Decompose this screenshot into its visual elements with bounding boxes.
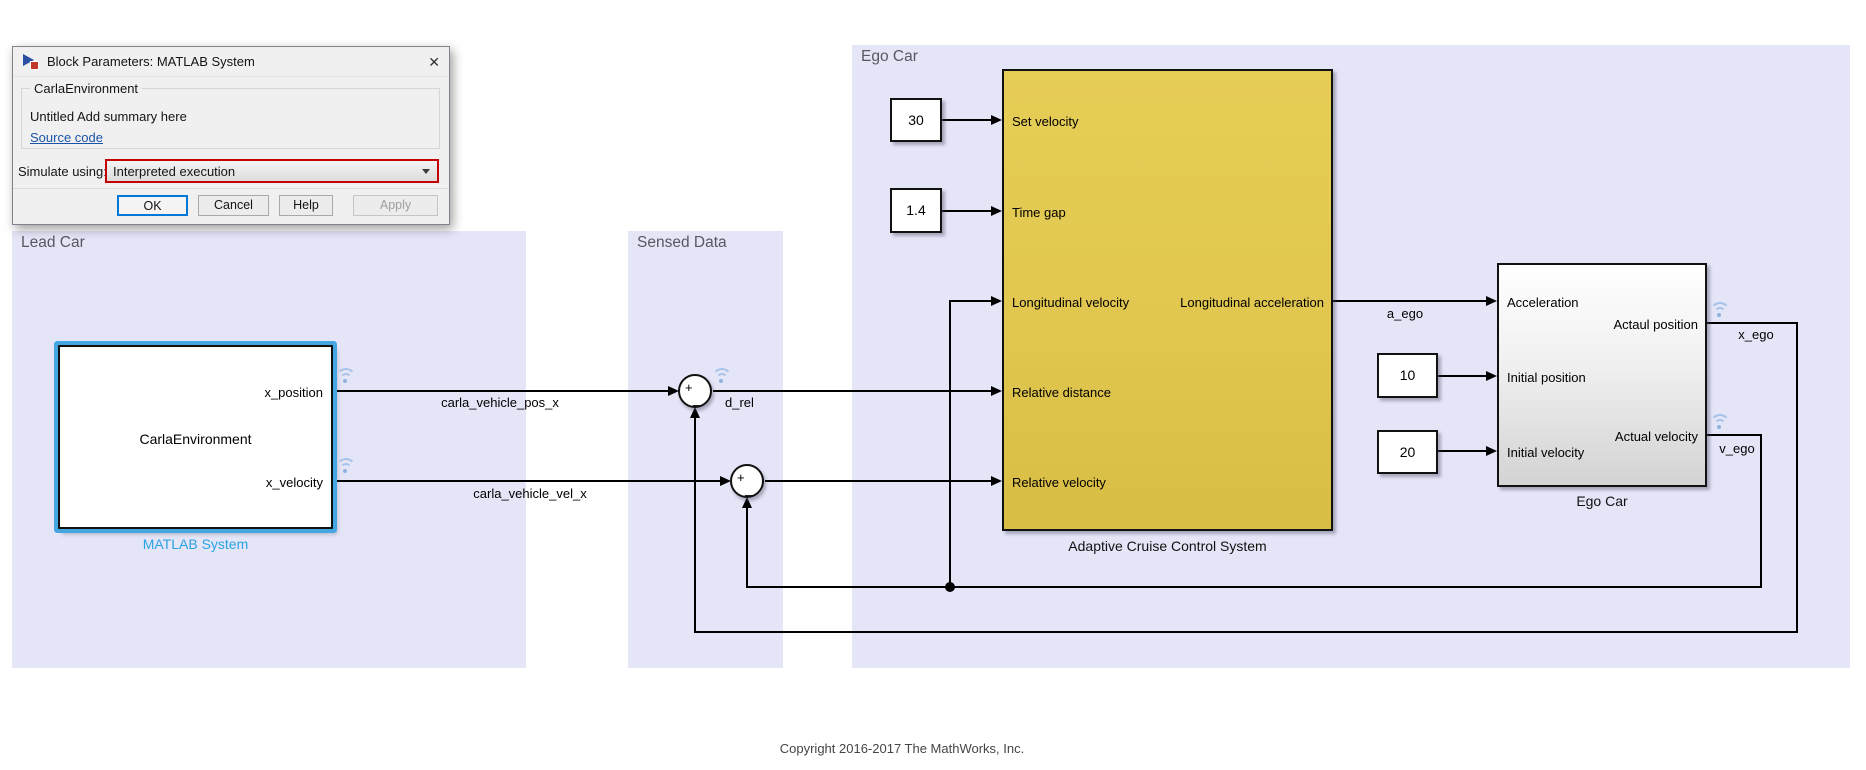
- arrowhead: [991, 476, 1002, 486]
- wire-v-ego-branch: [949, 300, 991, 302]
- cancel-button[interactable]: Cancel: [198, 195, 269, 216]
- port-relative-velocity: Relative velocity: [1012, 475, 1106, 490]
- wire-set-velocity: [942, 119, 991, 121]
- parameter-groupbox: CarlaEnvironment Untitled Add summary he…: [21, 81, 440, 149]
- port-relative-distance: Relative distance: [1012, 385, 1111, 400]
- signal-logging-icon: [1710, 302, 1730, 318]
- wire-d-rel: [713, 390, 991, 392]
- dialog-titlebar[interactable]: Block Parameters: MATLAB System ✕: [13, 47, 449, 77]
- wire-v-ego: [1760, 434, 1762, 588]
- signal-label-pos-x: carla_vehicle_pos_x: [441, 395, 559, 410]
- ego-block-caption: Ego Car: [1576, 493, 1628, 509]
- simulink-block-icon: [22, 53, 39, 70]
- arrowhead: [991, 296, 1002, 306]
- wire-rel-velocity: [765, 480, 991, 482]
- signal-logging-icon: [1710, 414, 1730, 430]
- carla-environment-block[interactable]: CarlaEnvironment x_position x_velocity: [58, 345, 333, 529]
- wire-x-ego: [694, 631, 1798, 633]
- port-set-velocity: Set velocity: [1012, 114, 1079, 129]
- block-parameters-dialog: Block Parameters: MATLAB System ✕ CarlaE…: [12, 46, 450, 225]
- wire-a-ego: [1333, 300, 1486, 302]
- dialog-title: Block Parameters: MATLAB System: [47, 54, 255, 69]
- port-actaul-position: Actaul position: [1613, 317, 1698, 332]
- plus-sign: +: [685, 380, 693, 395]
- arrowhead: [690, 407, 700, 418]
- port-x-position: x_position: [264, 385, 323, 400]
- wire-x-ego: [1796, 322, 1798, 633]
- signal-logging-icon: [336, 458, 356, 474]
- region-title-ego-car: Ego Car: [861, 48, 918, 65]
- port-longitudinal-velocity: Longitudinal velocity: [1012, 295, 1130, 310]
- wire-x-position: [333, 390, 668, 392]
- signal-label-vel-x: carla_vehicle_vel_x: [473, 486, 587, 501]
- groupbox-label: CarlaEnvironment: [30, 81, 143, 96]
- copyright-text: Copyright 2016-2017 The MathWorks, Inc.: [779, 741, 1025, 756]
- arrowhead: [668, 386, 679, 396]
- wire-initial-velocity: [1438, 450, 1486, 452]
- constant-set-velocity[interactable]: 30: [890, 98, 942, 142]
- acc-system-block[interactable]: Set velocity Time gap Longitudinal veloc…: [1002, 69, 1333, 531]
- arrowhead: [991, 206, 1002, 216]
- minus-sign: _: [693, 390, 701, 406]
- arrowhead: [1486, 296, 1497, 306]
- close-icon[interactable]: ✕: [428, 53, 440, 70]
- port-longitudinal-acceleration: Longitudinal acceleration: [1180, 295, 1324, 310]
- ok-button[interactable]: OK: [117, 195, 188, 216]
- signal-logging-icon: [712, 368, 732, 384]
- simulate-using-dropdown[interactable]: Interpreted execution: [105, 159, 439, 183]
- constant-time-gap[interactable]: 1.4: [890, 188, 942, 233]
- arrowhead: [720, 476, 731, 486]
- region-sensed-data: Sensed Data: [628, 231, 783, 668]
- port-time-gap: Time gap: [1012, 205, 1066, 220]
- constant-initial-position[interactable]: 10: [1377, 353, 1438, 398]
- signal-logging-icon: [336, 368, 356, 384]
- region-title-lead-car: Lead Car: [21, 234, 85, 251]
- wire-x-ego: [694, 418, 696, 633]
- ego-car-block[interactable]: Acceleration Initial position Initial ve…: [1497, 263, 1707, 487]
- arrowhead: [742, 497, 752, 508]
- carla-block-name: CarlaEnvironment: [139, 431, 252, 447]
- port-actual-velocity: Actual velocity: [1614, 429, 1698, 444]
- carla-block-caption: MATLAB System: [142, 536, 249, 552]
- dropdown-selected-value: Interpreted execution: [113, 163, 236, 179]
- region-title-sensed-data: Sensed Data: [637, 234, 727, 251]
- signal-label-v-ego: v_ego: [1719, 441, 1755, 456]
- chevron-down-icon: [422, 168, 430, 174]
- wire-v-ego: [746, 586, 1762, 588]
- signal-label-d-rel: d_rel: [725, 395, 754, 410]
- simulate-using-label: Simulate using:: [18, 164, 107, 179]
- sum-relative-velocity[interactable]: + _: [730, 464, 764, 498]
- port-acceleration: Acceleration: [1507, 295, 1579, 310]
- block-summary-text: Untitled Add summary here: [30, 109, 187, 124]
- help-button[interactable]: Help: [279, 195, 333, 216]
- wire-initial-position: [1438, 375, 1486, 377]
- port-initial-position: Initial position: [1507, 370, 1586, 385]
- constant-initial-velocity[interactable]: 20: [1377, 430, 1438, 474]
- branch-dot: [945, 582, 955, 592]
- wire-time-gap: [942, 210, 991, 212]
- signal-label-x-ego: x_ego: [1738, 327, 1774, 342]
- wire-x-ego: [1707, 322, 1798, 324]
- source-code-link[interactable]: Source code: [30, 130, 103, 145]
- dialog-separator: [13, 188, 449, 189]
- sum-relative-distance[interactable]: + _: [678, 374, 712, 408]
- arrowhead: [991, 115, 1002, 125]
- plus-sign: +: [737, 470, 745, 485]
- port-x-velocity: x_velocity: [265, 475, 323, 490]
- arrowhead: [1486, 446, 1497, 456]
- apply-button: Apply: [353, 195, 438, 216]
- wire-v-ego-branch: [949, 300, 951, 588]
- acc-block-caption: Adaptive Cruise Control System: [1068, 538, 1267, 554]
- wire-x-velocity: [333, 480, 720, 482]
- wire-v-ego: [1707, 434, 1762, 436]
- port-initial-velocity: Initial velocity: [1507, 445, 1585, 460]
- minus-sign: _: [745, 480, 753, 496]
- signal-label-a-ego: a_ego: [1386, 306, 1424, 321]
- arrowhead: [1486, 371, 1497, 381]
- arrowhead: [991, 386, 1002, 396]
- wire-v-ego: [746, 508, 748, 588]
